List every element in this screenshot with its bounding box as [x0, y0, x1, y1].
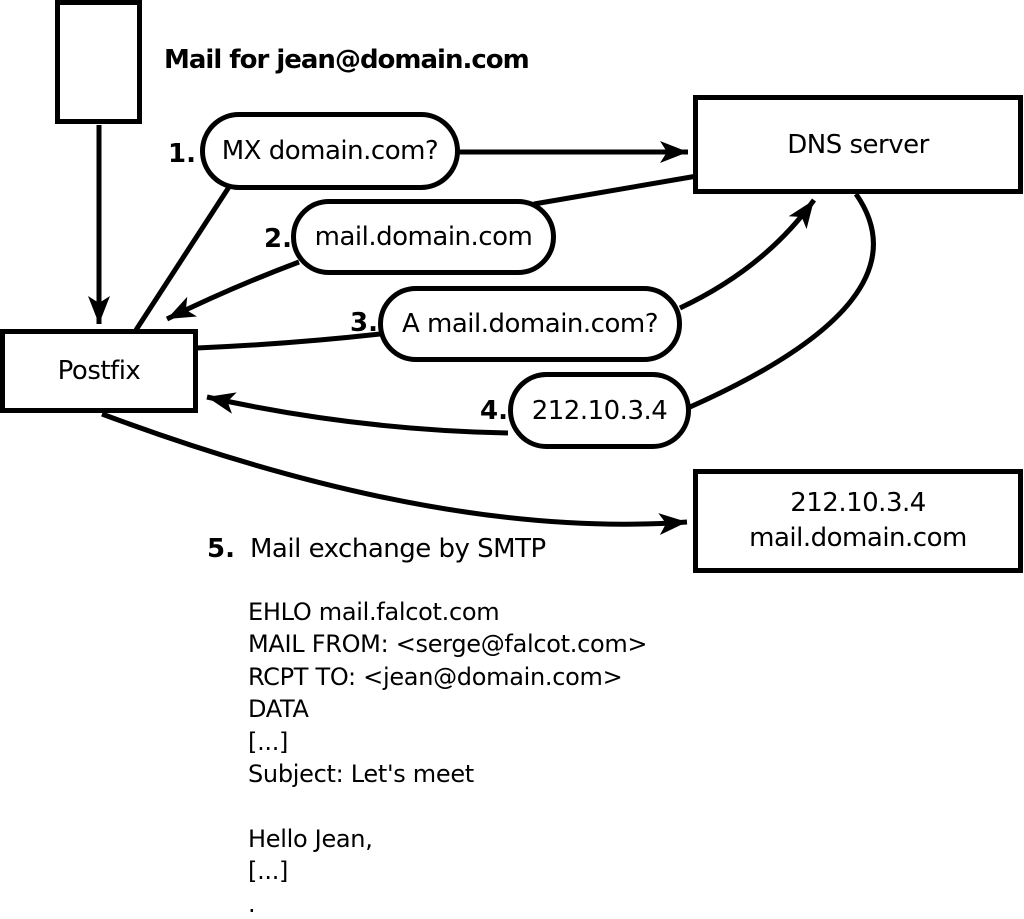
reply-pill-2-mailhost: mail.domain.com [291, 199, 556, 275]
step-number-5: 5. [207, 534, 235, 564]
node-mail-server: 212.10.3.4 mail.domain.com [693, 469, 1023, 573]
query-pill-1-mx: MX domain.com? [200, 112, 460, 190]
smtp-line-mailfrom: MAIL FROM: <serge@falcot.com> [248, 630, 648, 659]
step-number-2: 2. [264, 224, 292, 254]
edge-reply2-to-postfix-arrow [165, 259, 300, 322]
dns-server-label: DNS server [787, 129, 929, 160]
smtp-line-ehlo: EHLO mail.falcot.com [248, 598, 500, 626]
edge-dns-to-reply4 [688, 192, 876, 410]
diagram-title: Mail for jean@domain.com [164, 45, 530, 75]
smtp-line-blank [248, 790, 647, 822]
smtp-line-ellipsis-1: [...] [248, 727, 289, 756]
smtp-line-subject: Subject: Let's meet [248, 759, 474, 788]
smtp-line-ellipsis-2: [...] [248, 857, 289, 886]
step-number-1: 1. [168, 139, 196, 169]
reply-4-text: 212.10.3.4 [531, 395, 668, 426]
step-number-4: 4. [480, 396, 508, 426]
smtp-line-end-dot: . [248, 889, 256, 918]
step-5-label: Mail exchange by SMTP [250, 534, 546, 564]
postfix-label: Postfix [57, 356, 141, 386]
query-3-text: A mail.domain.com? [402, 309, 659, 339]
step-number-3: 3. [350, 308, 378, 338]
smtp-line-data: DATA [248, 695, 309, 724]
smtp-line-rcptto: RCPT TO: <jean@domain.com> [248, 662, 623, 691]
smtp-transcript: EHLO mail.falcot.com MAIL FROM: <serge@f… [248, 596, 648, 919]
edge-postfix-to-query1 [133, 185, 232, 332]
reply-pill-4-ip: 212.10.3.4 [508, 372, 691, 449]
edge-dns-to-reply2 [533, 173, 698, 207]
reply-2-text: mail.domain.com [314, 222, 533, 252]
smtp-line-hello: Hello Jean, [248, 824, 373, 853]
mail-server-hostname: mail.domain.com [749, 523, 967, 553]
node-postfix: Postfix [0, 329, 198, 413]
mail-envelope-box [55, 0, 142, 124]
edge-query3-to-dns-arrow [678, 198, 817, 311]
query-1-text: MX domain.com? [221, 136, 439, 166]
mail-server-ip: 212.10.3.4 [790, 488, 926, 518]
node-dns-server: DNS server [693, 95, 1023, 194]
query-pill-3-a-record: A mail.domain.com? [378, 286, 682, 362]
